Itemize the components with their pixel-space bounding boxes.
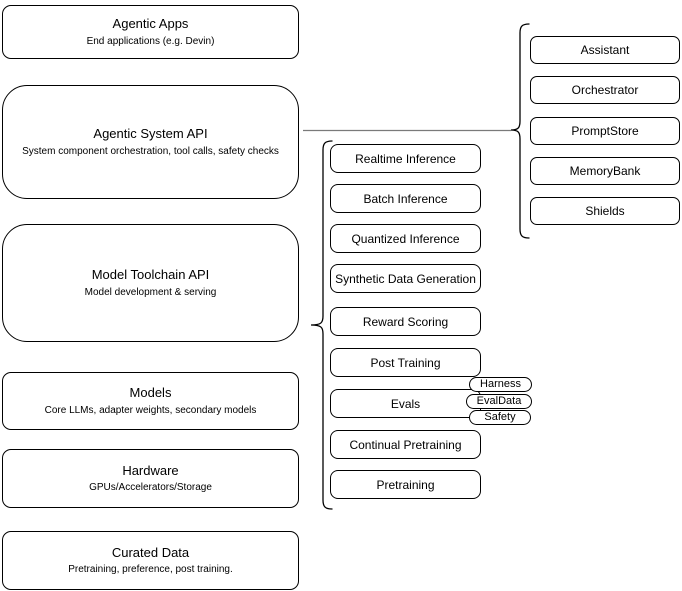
system-box-memorybank: MemoryBank [530,157,680,185]
box-title: Curated Data [111,544,190,560]
box-curated-data: Curated Data Pretraining, preference, po… [2,531,299,590]
box-hardware: Hardware GPUs/Accelerators/Storage [2,449,299,508]
box-models: Models Core LLMs, adapter weights, secon… [2,372,299,430]
toolchain-group-brace-icon [310,140,333,510]
box-subtitle: System component orchestration, tool cal… [22,145,279,157]
system-box-promptstore: PromptStore [530,117,680,145]
box-agentic-system-api: Agentic System API System component orch… [2,85,299,199]
toolchain-box-synthetic-data-generation: Synthetic Data Generation [330,264,481,293]
toolchain-box-pretraining: Pretraining [330,470,481,499]
toolchain-box-batch-inference: Batch Inference [330,184,481,213]
toolchain-box-continual-pretraining: Continual Pretraining [330,430,481,459]
toolchain-box-realtime-inference: Realtime Inference [330,144,481,173]
box-subtitle: Model development & serving [84,286,217,298]
box-title: Agentic Apps [112,16,189,32]
toolchain-box-evals: Evals [330,389,481,418]
box-title: Model Toolchain API [91,267,210,283]
toolchain-box-quantized-inference: Quantized Inference [330,224,481,253]
toolchain-box-post-training: Post Training [330,348,481,377]
eval-tag-harness: Harness [469,377,532,392]
box-title: Hardware [122,462,179,478]
system-box-shields: Shields [530,197,680,225]
box-title: Agentic System API [93,126,208,142]
eval-tag-evaldata: EvalData [466,394,532,409]
system-group-brace-icon [510,23,530,239]
box-subtitle: GPUs/Accelerators/Storage [89,482,212,494]
box-model-toolchain-api: Model Toolchain API Model development & … [2,224,299,342]
box-subtitle: Core LLMs, adapter weights, secondary mo… [44,404,257,416]
box-subtitle: Pretraining, preference, post training. [68,564,233,576]
box-agentic-apps: Agentic Apps End applications (e.g. Devi… [2,5,299,59]
box-subtitle: End applications (e.g. Devin) [86,35,215,47]
box-title: Models [129,385,172,401]
system-box-orchestrator: Orchestrator [530,76,680,104]
eval-tag-safety: Safety [469,410,531,425]
system-box-assistant: Assistant [530,36,680,64]
toolchain-box-reward-scoring: Reward Scoring [330,307,481,336]
